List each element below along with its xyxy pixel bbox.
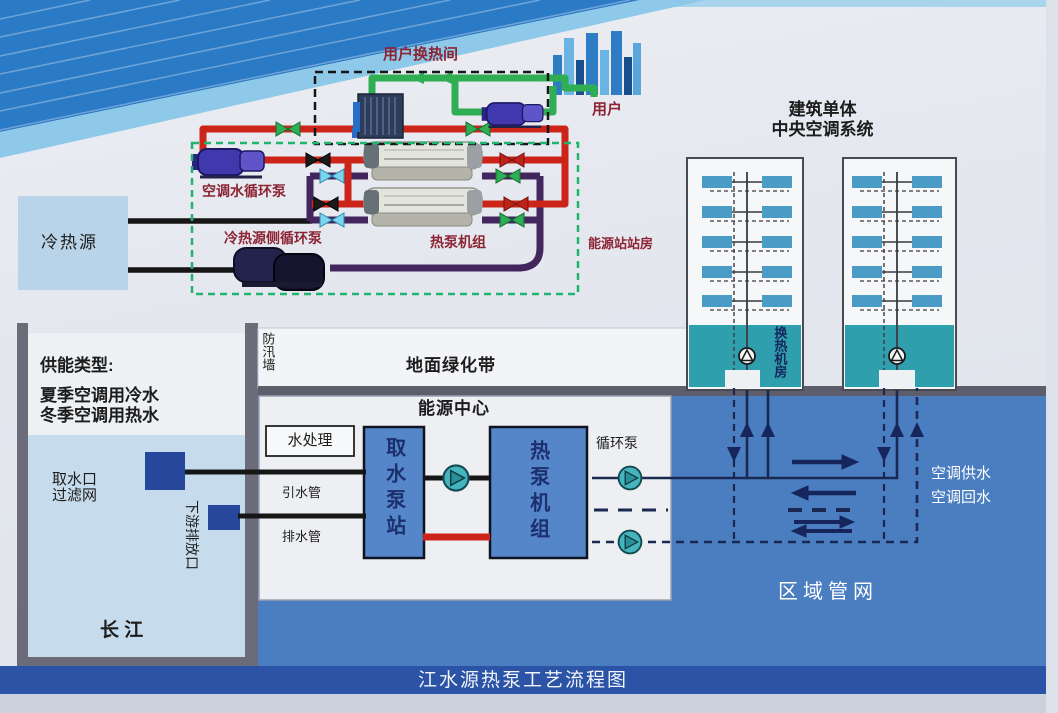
supply-type-lines: 夏季空调用冷水 冬季空调用热水	[40, 386, 159, 426]
heat-pump-unit-1-icon	[363, 141, 483, 181]
down-arrow-icon	[727, 447, 741, 462]
red-valve-icon	[499, 152, 525, 168]
plate-heat-exchanger-icon	[352, 93, 404, 139]
ac-return-label: 空调回水	[931, 489, 992, 506]
greenbelt-label: 地面绿化带	[406, 356, 496, 375]
source-black-pipes	[128, 218, 312, 273]
circulation-pump-2-icon	[617, 529, 643, 555]
up-arrow-icon	[740, 422, 754, 437]
river-name: 长 江	[100, 620, 144, 641]
intake-station-label: 取水泵站	[382, 437, 405, 541]
heat-pump-unit-box	[488, 425, 589, 560]
footer-title: 江水源热泵工艺流程图	[417, 670, 628, 691]
photo-top-banner	[0, 0, 1058, 158]
source-pump-label: 冷热源侧循环泵	[224, 230, 322, 246]
buildings-title: 建筑单体 中央空调系统	[771, 100, 874, 140]
ground-band	[258, 386, 1046, 396]
intake-label: 取水口 过滤网	[52, 471, 98, 504]
intake-pump-station-box	[362, 425, 426, 560]
green-valve-icon	[495, 168, 521, 184]
river-area	[17, 323, 258, 668]
source-box	[18, 196, 128, 290]
heat-pump-unit-2-icon	[363, 187, 483, 227]
green-valve-icon	[499, 212, 525, 228]
right-arrow-icon	[839, 515, 856, 529]
green-valve-icon	[465, 121, 491, 137]
outfall-structure	[208, 505, 240, 530]
district-network-label: 区域管网	[778, 581, 878, 603]
cyan-valve-icon	[319, 212, 345, 228]
ac-supply-label: 空调供水	[931, 465, 992, 482]
outfall-label: 下游排放口	[184, 500, 200, 570]
riser-arrows	[727, 422, 924, 462]
source-side-pump-icon	[233, 247, 325, 291]
river-bottom-wall	[17, 657, 258, 668]
user-room-pump-icon	[480, 101, 545, 129]
station-room-dashed-box	[190, 141, 580, 296]
footer-strip	[0, 694, 1058, 713]
building-1	[686, 157, 804, 391]
user-room-label: 用户换热间	[383, 46, 459, 63]
green-flow-arrow-icon	[410, 72, 424, 84]
flood-wall-label: 防汛墙	[260, 332, 276, 371]
down-arrow-icon	[877, 447, 891, 462]
up-arrow-icon	[890, 422, 904, 437]
hx-room-label: 换热机房	[772, 326, 788, 378]
transfer-pump-icon	[442, 464, 470, 492]
building-2-pump-icon	[888, 347, 906, 365]
inlet-pipe-label: 引水管	[282, 485, 322, 500]
energy-center-title: 能源中心	[418, 399, 490, 418]
right-margin	[1046, 0, 1058, 713]
water-treatment-box	[265, 425, 355, 457]
water-treatment-label: 水处理	[287, 432, 333, 449]
user-green-pipes	[368, 74, 598, 116]
building-2-base	[879, 370, 915, 388]
building-1-pump-icon	[738, 347, 756, 365]
user-room-dashed-box	[313, 70, 550, 146]
footer-banner	[0, 666, 1046, 694]
greenbelt-strip	[257, 327, 688, 389]
cyan-valve-icon	[319, 168, 345, 184]
flood-wall	[245, 323, 258, 668]
user-label: 用户	[592, 101, 623, 118]
circulation-pump-1-icon	[617, 465, 643, 491]
up-arrow-icon	[761, 422, 775, 437]
station-room-label: 能源站站房	[588, 236, 654, 251]
river-pipes	[185, 469, 366, 519]
left-arrow-icon	[790, 485, 809, 501]
left-wall	[17, 323, 28, 668]
network-pipes	[592, 388, 919, 544]
left-arrow-icon	[790, 524, 807, 538]
green-flow-arrow-icon	[438, 72, 452, 84]
intake-structure	[145, 452, 185, 490]
circ-pump-label: 循环泵	[596, 435, 638, 451]
ac-water-pump-icon	[190, 147, 266, 179]
heat-pump-box-label: 热泵机组	[526, 440, 549, 544]
drain-pipe-label: 排水管	[282, 529, 322, 544]
red-valve-icon	[503, 196, 529, 212]
green-valve-icon	[275, 121, 301, 137]
black-valve-icon	[313, 196, 339, 212]
supply-type-title: 供能类型:	[40, 356, 114, 375]
ac-pump-label: 空调水循环泵	[202, 183, 286, 199]
right-arrow-icon	[841, 454, 860, 470]
flow-direction-arrows	[790, 454, 860, 538]
building-1-base	[725, 370, 760, 388]
heat-pump-units-label: 热泵机组	[430, 234, 486, 250]
up-arrow-icon	[910, 422, 924, 437]
source-label: 冷热源	[41, 233, 98, 252]
building-2	[842, 157, 957, 391]
black-valve-icon	[305, 152, 331, 168]
